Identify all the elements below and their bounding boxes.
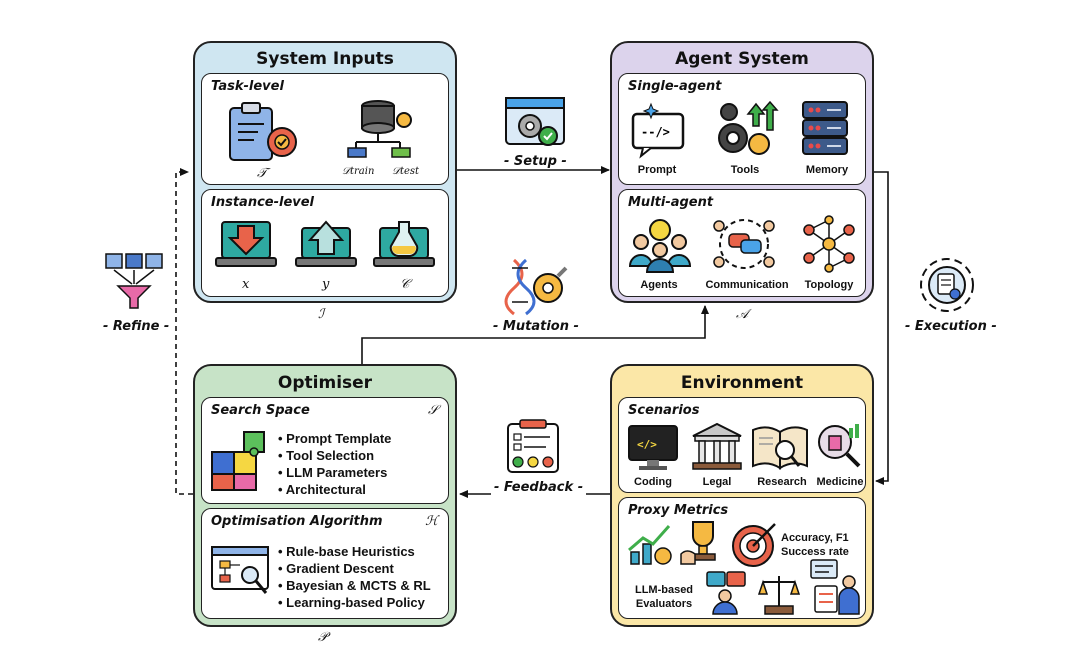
tools-label: Tools <box>730 164 760 176</box>
setup-label: - Setup - <box>501 154 570 169</box>
mutation-label: - Mutation - <box>490 319 582 334</box>
research-book-icon <box>752 426 808 470</box>
y-symbol: y <box>322 277 330 292</box>
inputs-symbol: ℐ <box>318 307 325 322</box>
accuracy-f1-label: Accuracy, F1 <box>781 532 849 544</box>
search-space-list: Prompt Template Tool Selection LLM Param… <box>278 430 392 498</box>
medicine-label: Medicine <box>816 476 864 488</box>
agent-system-panel: Agent System Single-agent --/> Prompt To… <box>610 41 874 303</box>
target-icon <box>732 523 776 567</box>
input-laptop-icon <box>215 221 277 267</box>
database-icon <box>347 100 412 158</box>
search-space-item: LLM Parameters <box>278 464 391 481</box>
c-symbol: 𝒞 <box>400 277 410 292</box>
multi-agent-box: Multi-agent Agents Communication <box>618 189 866 297</box>
memory-server-icon <box>802 101 848 155</box>
topology-icon <box>803 215 855 273</box>
proxy-metrics-title: Proxy Metrics <box>628 503 729 518</box>
checklist-person-icon <box>810 559 860 615</box>
medicine-icon <box>818 424 861 468</box>
algorithm-item: Learning-based Policy <box>278 594 431 611</box>
coding-icon: </> <box>628 425 678 470</box>
algorithm-item: Rule-base Heuristics <box>278 543 431 560</box>
svg-text:</>: </> <box>637 438 657 451</box>
algorithm-item: Gradient Descent <box>278 560 431 577</box>
scenarios-title: Scenarios <box>628 403 700 418</box>
multi-agent-title: Multi-agent <box>628 195 714 210</box>
flowchart-search-icon <box>211 546 269 594</box>
prompt-icon: --/> <box>631 102 685 159</box>
flask-laptop-icon <box>373 221 435 267</box>
communication-label: Communication <box>705 279 789 291</box>
search-space-item: Tool Selection <box>278 447 391 464</box>
evaluators-label: Evaluators <box>635 598 693 610</box>
x-symbol: x <box>242 277 250 292</box>
algorithm-list: Rule-base Heuristics Gradient Descent Ba… <box>278 543 431 611</box>
output-laptop-icon <box>295 220 357 267</box>
execution-arrow <box>872 171 889 485</box>
puzzle-icon <box>211 431 265 491</box>
instance-level-title: Instance-level <box>211 195 315 210</box>
optimisation-algorithm-box: Optimisation Algorithm ℋ Rule-base Heuri… <box>201 508 449 619</box>
optimiser-panel: Optimiser Search Space 𝒮 Prompt Template… <box>193 364 457 627</box>
task-clipboard-icon <box>229 102 297 161</box>
svg-text:--/>: --/> <box>641 125 670 139</box>
mutation-arrow <box>361 305 709 364</box>
agent-symbol: 𝒜 <box>736 307 749 322</box>
execution-doc-cycle-icon <box>920 258 974 312</box>
communication-icon <box>713 219 775 269</box>
single-agent-title: Single-agent <box>628 79 722 94</box>
setup-window-gear-icon <box>505 97 565 146</box>
task-symbol: 𝒯 <box>257 166 267 181</box>
legal-label: Legal <box>702 476 732 488</box>
coding-label: Coding <box>634 476 672 488</box>
algorithm-symbol: ℋ <box>425 514 438 529</box>
system-inputs-title: System Inputs <box>256 49 394 69</box>
legal-courthouse-icon <box>692 422 742 470</box>
feedback-label: - Feedback - <box>491 480 587 495</box>
instance-level-box: Instance-level x y 𝒞 <box>201 189 449 297</box>
refine-label: - Refine - <box>100 319 173 334</box>
tools-icon <box>718 100 779 155</box>
optimiser-title: Optimiser <box>277 373 373 393</box>
d-test-symbol: 𝒟test <box>392 166 420 177</box>
llm-based-label: LLM-based <box>634 584 694 596</box>
agent-system-title: Agent System <box>675 49 809 69</box>
optimisation-algorithm-title: Optimisation Algorithm <box>211 514 383 529</box>
scales-icon <box>757 576 801 615</box>
scenarios-box: Scenarios </> Coding Legal Research <box>618 397 866 493</box>
refine-arrow <box>175 168 193 495</box>
task-level-title: Task-level <box>211 79 284 94</box>
optimiser-symbol: 𝒫 <box>318 630 328 645</box>
topology-label: Topology <box>804 279 854 291</box>
refine-funnel-icon <box>105 253 163 309</box>
proxy-metrics-box: Proxy Metrics Accuracy, F1 Success rate … <box>618 497 866 619</box>
search-space-item: Architectural <box>278 481 391 498</box>
execution-label: - Execution - <box>902 319 1000 334</box>
prompt-label: Prompt <box>637 164 677 176</box>
research-label: Research <box>757 476 807 488</box>
agents-icon <box>628 219 692 273</box>
algorithm-item: Bayesian & MCTS & RL <box>278 577 430 594</box>
agents-label: Agents <box>640 279 678 291</box>
environment-panel: Environment Scenarios </> Coding Legal <box>610 364 874 627</box>
success-rate-label: Success rate <box>781 546 849 558</box>
task-level-box: Task-level 𝒯 𝒟train 𝒟test <box>201 73 449 185</box>
evaluator-people-icon <box>706 571 746 615</box>
search-space-title: Search Space <box>211 403 310 418</box>
memory-label: Memory <box>805 164 849 176</box>
growth-chart-icon <box>628 525 672 565</box>
search-space-item: Prompt Template <box>278 430 391 447</box>
trophy-icon <box>680 521 716 565</box>
search-space-symbol: 𝒮 <box>427 403 438 418</box>
feedback-survey-icon <box>507 419 559 473</box>
d-train-symbol: 𝒟train <box>342 166 375 177</box>
search-space-box: Search Space 𝒮 Prompt Template Tool Sele… <box>201 397 449 504</box>
single-agent-box: Single-agent --/> Prompt Tools <box>618 73 866 185</box>
mutation-dna-gear-icon <box>504 258 568 316</box>
environment-title: Environment <box>680 373 804 393</box>
system-inputs-panel: System Inputs Task-level 𝒯 <box>193 41 457 303</box>
